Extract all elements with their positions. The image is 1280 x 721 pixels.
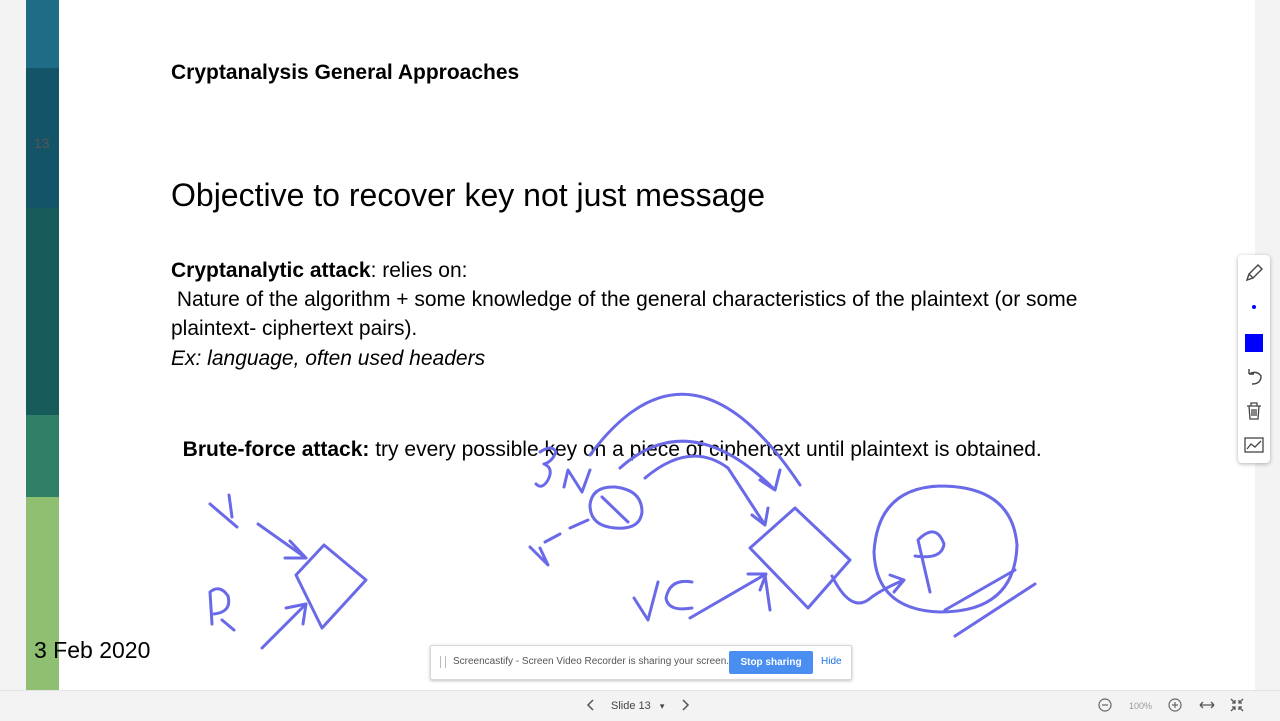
cryptanalytic-line: Cryptanalytic attack: relies on: [171, 256, 467, 286]
color-tool[interactable] [1238, 327, 1270, 359]
stop-sharing-button[interactable]: Stop sharing [729, 651, 813, 674]
ink-k-left [208, 493, 239, 529]
ink-wave [830, 573, 906, 605]
ink-box-left [294, 543, 368, 630]
ink-n [562, 468, 592, 494]
objective-heading: Objective to recover key not just messag… [171, 177, 766, 213]
undo-icon [1248, 369, 1262, 385]
ink-arrow-bottom [260, 602, 308, 650]
screen-share-bar: Screencastify - Screen Video Recorder is… [430, 645, 852, 680]
zoom-level: 100% [1129, 701, 1153, 711]
sidebar-stripe-3 [26, 208, 59, 415]
color-swatch-icon [1245, 334, 1263, 352]
slide-label: Slide 13 [611, 700, 651, 712]
trash-tool[interactable] [1238, 395, 1270, 427]
chevron-left-icon[interactable] [585, 698, 597, 712]
hide-button[interactable]: Hide [821, 656, 842, 667]
pen-size-tool[interactable] [1238, 291, 1270, 323]
trash-icon [1247, 402, 1261, 420]
cryptanalytic-line-3: plaintext- ciphertext pairs). [171, 317, 418, 340]
pencil-icon [1245, 264, 1263, 282]
undo-tool[interactable] [1238, 361, 1270, 393]
pen-toolbar [1238, 255, 1270, 463]
cryptanalytic-example: Ex: language, often used headers [171, 347, 486, 370]
chart-icon [1244, 437, 1264, 453]
pencil-tool[interactable] [1238, 257, 1270, 289]
ink-strike [943, 568, 1037, 638]
ink-key-circle [588, 485, 644, 530]
chevron-right-icon[interactable] [679, 698, 691, 712]
cryptanalytic-line-2: Nature of the algorithm + some knowledge… [171, 288, 1078, 311]
slide-date: 3 Feb 2020 [34, 637, 151, 663]
ink-dashed-arrow [528, 518, 590, 567]
chart-tool[interactable] [1238, 429, 1270, 461]
cryptanalytic-term: Cryptanalytic attack [171, 259, 371, 282]
cryptanalytic-rest: : relies on: [370, 259, 468, 282]
slide-selector[interactable]: Slide 13 ▾ [611, 700, 664, 712]
pen-size-icon [1252, 305, 1256, 309]
ink-arrow-up [763, 573, 772, 612]
drag-handle-icon[interactable] [440, 656, 446, 668]
bruteforce-rest: try every possible key on a piece of cip… [369, 438, 1042, 461]
ink-p-right [913, 530, 946, 594]
bottom-toolbar: Slide 13 ▾ 100% [0, 690, 1280, 721]
share-message: Screencastify - Screen Video Recorder is… [453, 656, 730, 667]
bruteforce-line: Brute-force attack: try every possible k… [171, 405, 1042, 465]
ink-box-right [748, 506, 852, 610]
sidebar-stripe-2 [26, 68, 59, 208]
zoom-in-icon[interactable] [1167, 697, 1183, 713]
slide-title: Cryptanalysis General Approaches [171, 61, 520, 84]
sidebar-stripe-1 [26, 0, 59, 68]
ink-p-left [208, 587, 236, 632]
ink-arrow-top [256, 522, 308, 560]
fullscreen-exit-icon[interactable] [1229, 697, 1245, 713]
chevron-down-icon: ▾ [659, 701, 665, 711]
ink-arrow-to-box [643, 454, 770, 527]
ink-big-circle [872, 484, 1019, 614]
sidebar-stripe-5 [26, 497, 59, 690]
slide-number: 13 [34, 135, 50, 151]
bruteforce-term: Brute-force attack: [182, 438, 370, 461]
sidebar-stripe-4 [26, 415, 59, 497]
ink-vc [632, 579, 694, 622]
fit-width-icon[interactable] [1198, 697, 1216, 713]
zoom-out-icon[interactable] [1097, 697, 1113, 713]
left-margin [0, 0, 26, 720]
ink-arrow-vc [688, 572, 768, 620]
